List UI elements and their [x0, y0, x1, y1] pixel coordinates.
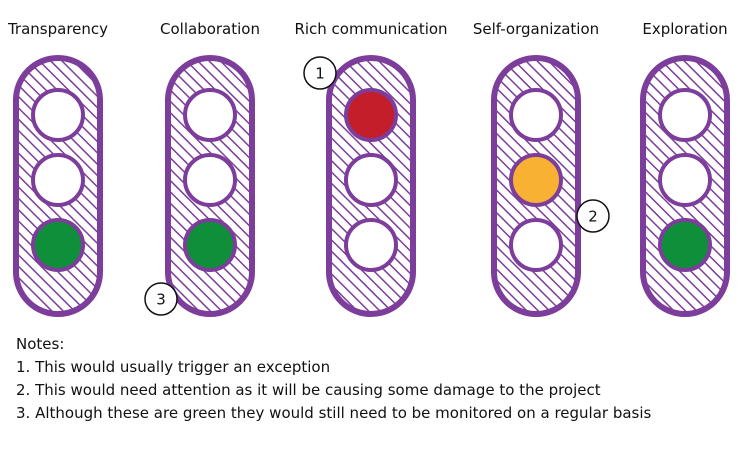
traffic-light-2: Collaboration [160, 20, 260, 317]
marker-circle [303, 56, 337, 90]
notes-heading: Notes: [16, 335, 65, 353]
marker-2: 2 [576, 199, 610, 233]
note-item-3: 3. Although these are green they would s… [16, 404, 652, 422]
note-item-1: 1. This would usually trigger an excepti… [16, 358, 331, 376]
bulb-off-3 [509, 218, 563, 272]
marker-circle [576, 199, 610, 233]
bulb-off-2 [658, 153, 712, 207]
bulb-off-1 [509, 88, 563, 142]
bulb-off-3 [344, 218, 398, 272]
bulb-green-3 [658, 218, 712, 272]
notes-section: Notes: 1. This would usually trigger an … [16, 333, 726, 425]
bulb-off-1 [658, 88, 712, 142]
note-item-2: 2. This would need attention as it will … [16, 381, 601, 399]
bulb-off-1 [183, 88, 237, 142]
traffic-light-5: Exploration [640, 20, 730, 317]
traffic-light-title: Transparency [7, 20, 108, 38]
bulb-off-2 [31, 153, 85, 207]
traffic-light-title: Self-organization [473, 20, 599, 38]
traffic-light-4: Self-organization [473, 20, 599, 317]
traffic-light-title: Collaboration [160, 20, 260, 38]
traffic-lights-group: Transparency Collaboration Rich communicat… [7, 20, 730, 317]
bulb-off-1 [31, 88, 85, 142]
traffic-light-1: Transparency [7, 20, 108, 317]
bulb-green-3 [183, 218, 237, 272]
bulb-green-3 [31, 218, 85, 272]
marker-circle [144, 282, 178, 316]
marker-label: 2 [588, 208, 598, 226]
marker-label: 1 [315, 65, 325, 83]
marker-1: 1 [303, 56, 337, 90]
bulb-off-2 [183, 153, 237, 207]
traffic-light-title: Exploration [642, 20, 727, 38]
traffic-light-title: Rich communication [294, 20, 447, 38]
bulb-amber-2 [509, 153, 563, 207]
bulb-off-2 [344, 153, 398, 207]
marker-label: 3 [156, 291, 166, 309]
bulb-red-1 [344, 88, 398, 142]
marker-3: 3 [144, 282, 178, 316]
markers-group: 1 2 3 [144, 56, 610, 316]
traffic-light-3: Rich communication [294, 20, 448, 317]
